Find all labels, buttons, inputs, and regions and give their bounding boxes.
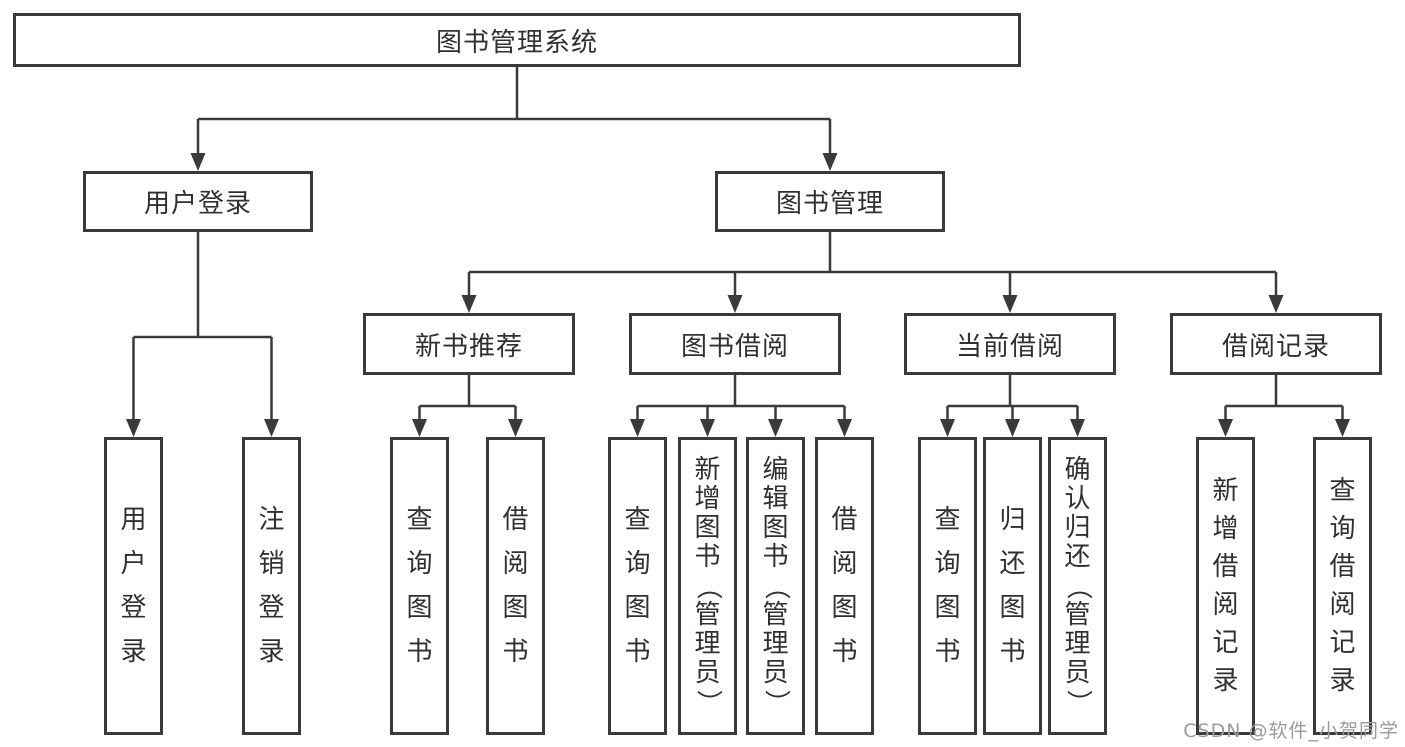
node-book-management-group: 图书管理 bbox=[715, 171, 945, 232]
leaf-add-borrow-record: 新增借阅记录 bbox=[1196, 437, 1255, 735]
leaf-return-books: 归还图书 bbox=[983, 437, 1042, 735]
node-new-book-recommendation: 新书推荐 bbox=[363, 313, 575, 375]
node-current-borrowing: 当前借阅 bbox=[904, 313, 1116, 375]
leaf-edit-books-admin: 编辑图书（管理员） bbox=[746, 437, 805, 735]
arrowheads bbox=[126, 153, 1350, 437]
node-borrowing-records: 借阅记录 bbox=[1170, 313, 1382, 375]
leaf-user-login: 用户登录 bbox=[104, 437, 163, 735]
connector-paths bbox=[132, 67, 1344, 421]
node-book-borrowing: 图书借阅 bbox=[629, 313, 841, 375]
leaf-borrow-books-recommend: 借阅图书 bbox=[486, 437, 545, 735]
leaf-query-books-recommend: 查询图书 bbox=[390, 437, 449, 735]
leaf-query-books-current: 查询图书 bbox=[918, 437, 977, 735]
leaf-confirm-return-admin: 确认归还（管理员） bbox=[1048, 437, 1107, 735]
leaf-borrow-books: 借阅图书 bbox=[815, 437, 874, 735]
csdn-watermark: CSDN @软件_小贺同学 bbox=[1183, 720, 1399, 742]
node-library-management-system: 图书管理系统 bbox=[13, 13, 1021, 67]
leaf-query-borrow-record: 查询借阅记录 bbox=[1313, 437, 1372, 735]
leaf-add-books-admin: 新增图书（管理员） bbox=[678, 437, 737, 735]
leaf-logout: 注销登录 bbox=[242, 437, 301, 735]
leaf-query-books-borrowing: 查询图书 bbox=[608, 437, 667, 735]
node-user-login-group: 用户登录 bbox=[83, 171, 313, 232]
